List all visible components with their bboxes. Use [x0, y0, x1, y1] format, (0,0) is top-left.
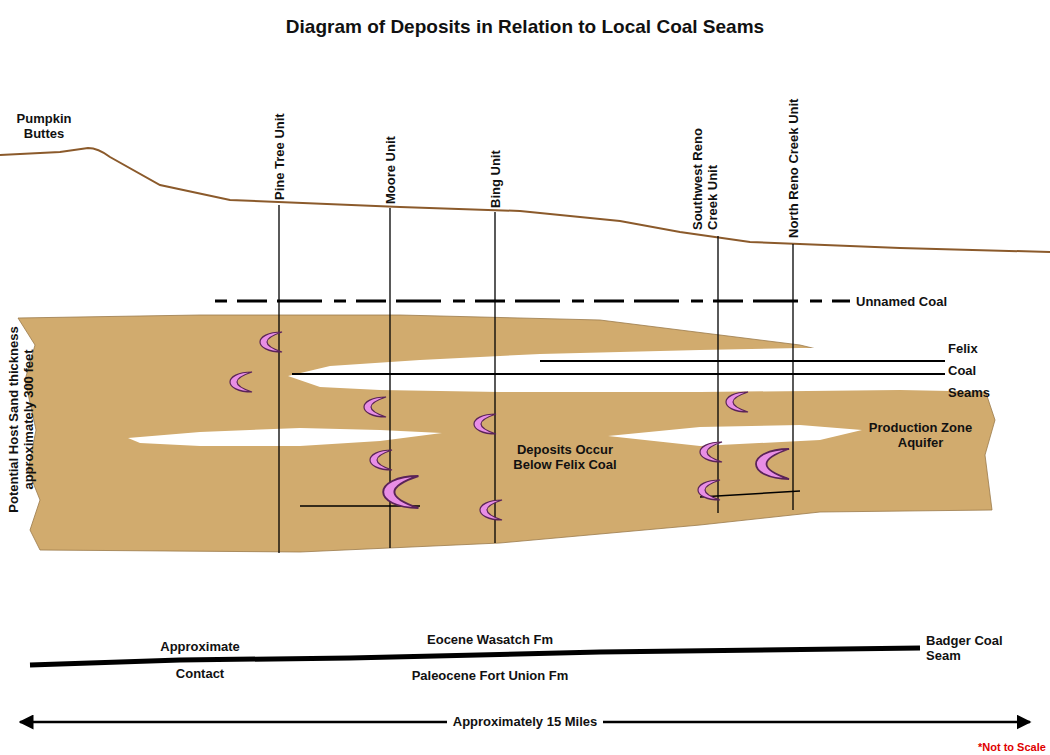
seam-name: Unnamed Coal: [856, 294, 966, 309]
contact-note: Approximate Contact: [150, 633, 250, 687]
ground-surface: [0, 148, 1050, 252]
formation-name: Paleocene Fort Union Fm: [375, 668, 605, 683]
seam-name: Badger Coal Seam: [926, 633, 1016, 663]
drill-lines: [279, 205, 793, 553]
roll-fronts: [230, 332, 800, 520]
unit-name: North Reno Creek Unit: [786, 88, 801, 238]
seam-name: Felix Coal Seams: [948, 338, 998, 404]
aquifer-name: Production Zone Aquifer: [858, 420, 983, 450]
formation-name: Eocene Wasatch Fm: [390, 632, 590, 647]
unit-name: Bing Unit: [488, 78, 503, 208]
shale-lens: [128, 428, 442, 446]
scale-note: *Not to Scale: [978, 740, 1048, 755]
shale-lens: [608, 425, 862, 446]
diagram-title: Diagram of Deposits in Relation to Local…: [0, 16, 1050, 38]
unit-name: Moore Unit: [383, 74, 398, 204]
place-name: Pumpkin Buttes: [12, 111, 76, 141]
unit-name: Southwest Reno Creek Unit: [690, 126, 720, 230]
unnamed-coal: [215, 300, 850, 303]
felix-coal: [540, 360, 945, 362]
thickness-note: Potential Host Sand thickness approximat…: [6, 317, 36, 522]
unit-name: Pine Tree Unit: [272, 70, 287, 200]
scale-label: Approximately 15 Miles: [447, 714, 604, 729]
shale-gap: [288, 348, 1000, 392]
deposit-note: Deposits Occur Below Felix Coal: [500, 442, 630, 472]
